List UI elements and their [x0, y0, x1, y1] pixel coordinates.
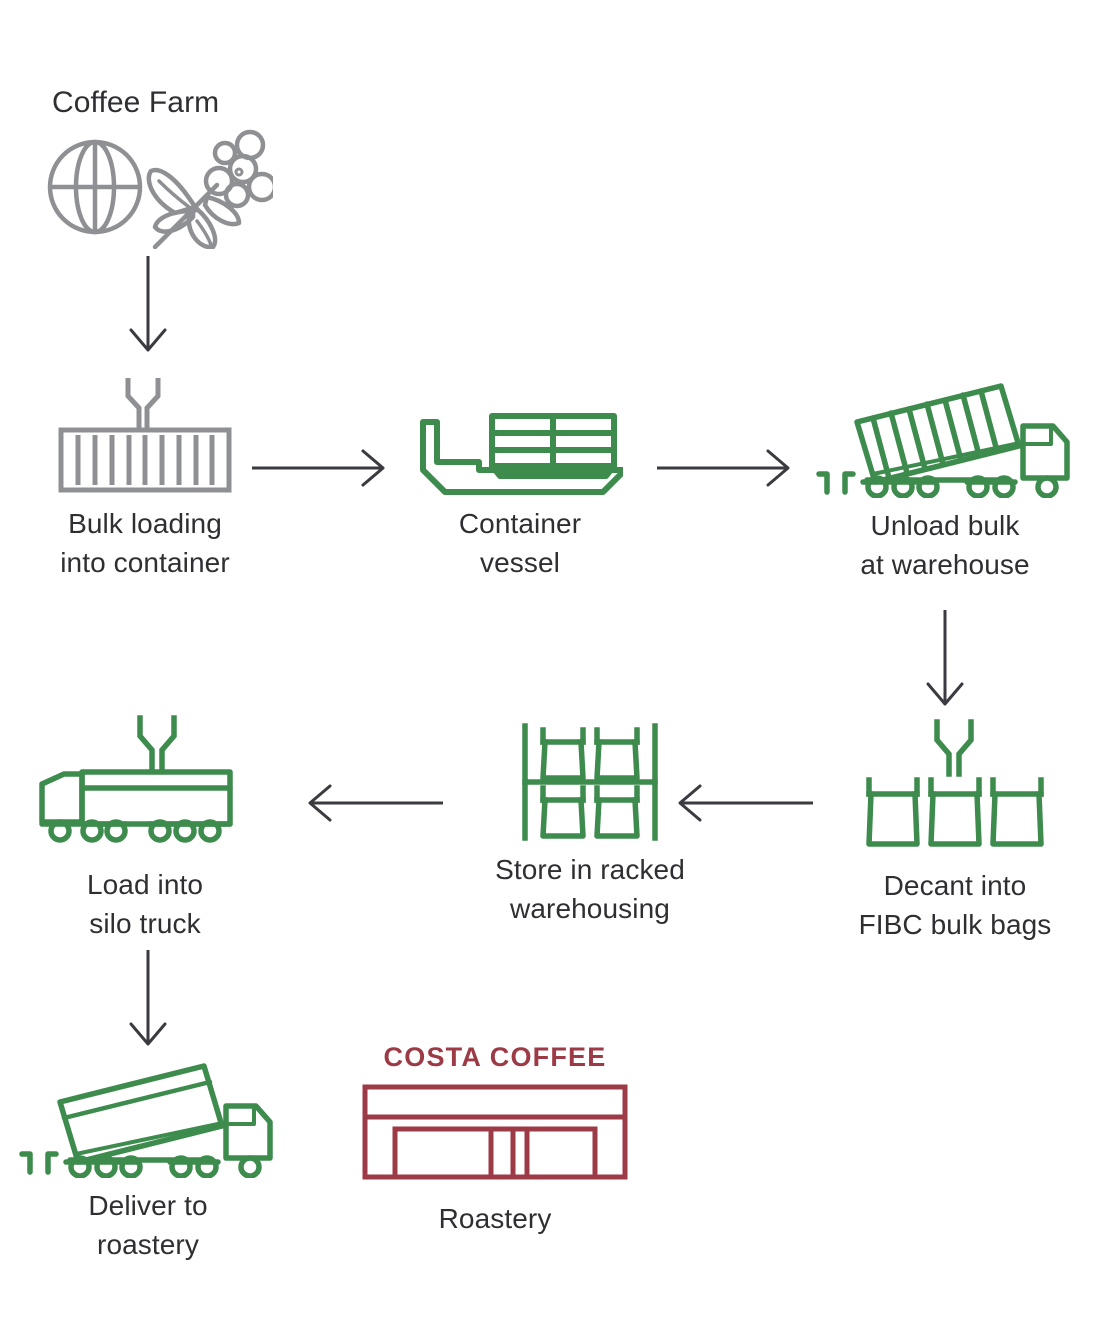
node-container-vessel: Container vessel [405, 400, 635, 582]
node-decant-fibc: Decant into FIBC bulk bags [820, 718, 1090, 944]
shipping-container-icon [58, 427, 232, 493]
deliver-roastery-icon-group [18, 1062, 278, 1183]
costa-coffee-sign: COSTA COFFEE [383, 1042, 607, 1072]
node-label-deliver-roastery: Deliver to roastery [88, 1190, 208, 1260]
fill-chute-icon [125, 377, 161, 429]
unload-bulk-icon-group [815, 382, 1075, 503]
coffee-farm-icon-group [47, 129, 278, 254]
node-coffee-farm: Coffee Farm [40, 82, 280, 254]
tipping-silo-truck-icon [19, 1063, 273, 1179]
node-label-silo-truck: Load into silo truck [86, 869, 204, 939]
racked-warehousing-icon-group [515, 722, 665, 847]
warehouse-racking-icon [522, 723, 658, 841]
silo-truck-icon-group [20, 712, 270, 862]
node-label-roastery: Roastery [438, 1203, 552, 1234]
tipping-container-truck-icon [816, 383, 1070, 499]
node-roastery: COSTA COFFEE Roastery [355, 1042, 635, 1239]
roastery-building-icon [362, 1084, 628, 1180]
node-label-coffee-farm: Coffee Farm [52, 86, 220, 119]
connector-unload-to-decant [915, 610, 975, 715]
silo-truck-icon [39, 769, 233, 843]
fibc-bulk-bags-icon [866, 777, 1044, 847]
node-racked-warehousing: Store in racked warehousing [440, 722, 740, 928]
coffee-branch-icon [146, 130, 278, 250]
node-label-bulk-loading: Bulk loading into container [60, 508, 230, 578]
bulk-loading-icon-group [45, 377, 245, 501]
connector-decant-to-racking [665, 780, 815, 831]
roastery-icon-group [361, 1083, 629, 1186]
connector-farm-to-bulk [118, 256, 178, 361]
globe-icon [47, 140, 143, 235]
node-unload-bulk: Unload bulk at warehouse [810, 382, 1080, 584]
container-ship-icon [419, 413, 628, 495]
container-vessel-icon-group [418, 400, 628, 501]
connector-silo-to-deliver [118, 950, 178, 1055]
connector-racking-to-silo [295, 780, 445, 831]
node-silo-truck: Load into silo truck [20, 712, 270, 943]
connector-bulk-to-vessel [250, 445, 390, 496]
decant-fibc-icon-group [855, 718, 1055, 863]
node-label-container-vessel: Container vessel [458, 508, 582, 578]
connector-vessel-to-unload [655, 445, 795, 496]
node-bulk-loading: Bulk loading into container [25, 377, 265, 582]
node-deliver-roastery: Deliver to roastery [18, 1062, 278, 1264]
node-label-unload-bulk: Unload bulk at warehouse [860, 510, 1030, 580]
fill-chute-icon [137, 715, 177, 773]
node-label-decant-fibc: Decant into FIBC bulk bags [858, 870, 1052, 940]
fill-chute-icon [934, 719, 974, 777]
node-label-racked-warehousing: Store in racked warehousing [495, 854, 685, 924]
